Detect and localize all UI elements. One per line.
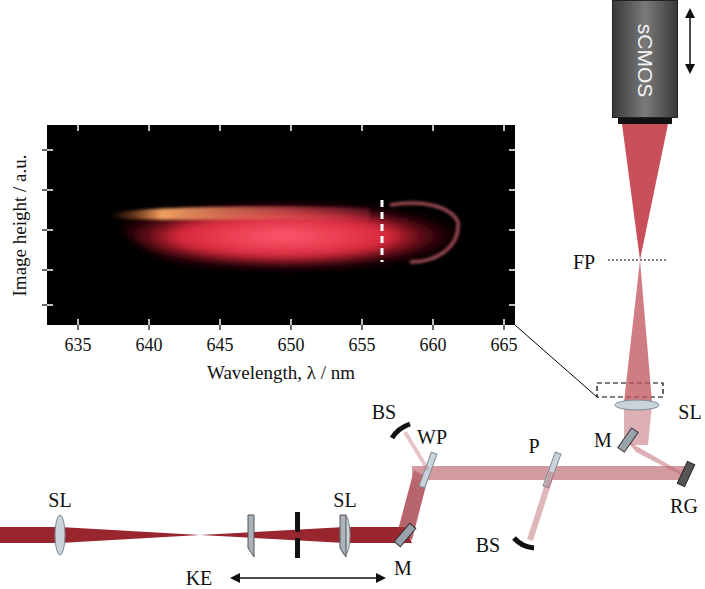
- focal-plane: [608, 260, 668, 261]
- tick-label: 665: [491, 336, 518, 354]
- component-label: SL: [333, 490, 356, 510]
- grating-symbol: [677, 461, 694, 486]
- component-label: FP: [573, 252, 595, 272]
- tick-label: 655: [349, 336, 376, 354]
- component-label: WP: [417, 427, 447, 447]
- camera-box: sCMOS: [612, 0, 678, 118]
- tick-label: 660: [420, 336, 447, 354]
- tick-label: 635: [65, 336, 92, 354]
- component-label: P: [528, 436, 539, 456]
- leader-line: [515, 325, 597, 397]
- camera-label: sCMOS: [636, 23, 657, 97]
- camera-sensor: [618, 118, 672, 124]
- tick-label: 640: [136, 336, 163, 354]
- axis-title: Wavelength, λ / nm: [207, 363, 355, 382]
- component-label: BS: [476, 535, 500, 555]
- component-label: M: [394, 558, 412, 578]
- component-label: KE: [186, 568, 213, 588]
- mirror-symbol: [392, 424, 695, 548]
- laser-beam: [0, 124, 690, 543]
- axis-title: Image height / a.u.: [11, 154, 30, 296]
- component-label: RG: [670, 496, 698, 516]
- knife-edge-assembly: [230, 512, 386, 583]
- camera-travel-arrow: [685, 8, 695, 74]
- lens-symbol: [55, 400, 659, 555]
- tick-label: 650: [278, 336, 305, 354]
- component-label: M: [594, 430, 612, 450]
- component-label: SL: [48, 490, 71, 510]
- spectrum-image: [42, 125, 515, 330]
- component-label: SL: [678, 402, 701, 422]
- tick-label: 645: [207, 336, 234, 354]
- component-label: BS: [372, 402, 396, 422]
